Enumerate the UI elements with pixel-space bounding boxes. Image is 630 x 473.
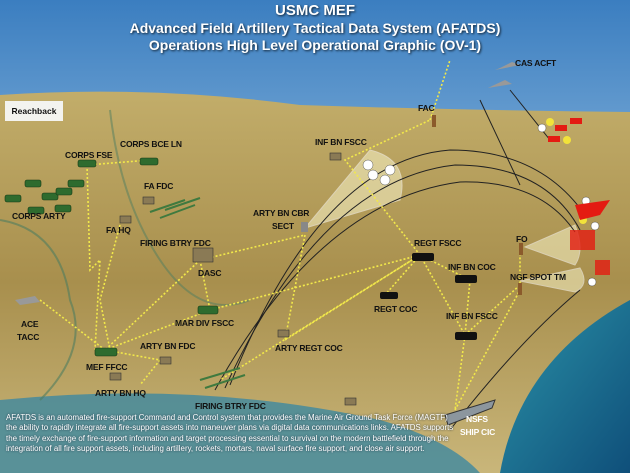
reachback-box: Reachback [5,101,63,121]
label-regt-fscc: REGT FSCC [414,238,462,248]
label-mar-div-fscc: MAR DIV FSCC [175,318,234,328]
label-tacc: TACC [17,332,40,342]
unit-icons [4,62,523,426]
label-arty-regt-coc: ARTY REGT COC [275,343,343,353]
title-line-2: Advanced Field Artillery Tactical Data S… [129,20,501,36]
label-regt-coc: REGT COC [374,304,418,314]
label-arty-bn-cbr: ARTY BN CBR [253,208,310,218]
label-cas-acft: CAS ACFT [515,58,557,68]
label-firing-btry-fdc-2: FIRING BTRY FDC [195,401,266,411]
label-arty-bn-fdc: ARTY BN FDC [140,341,196,351]
label-ship-cic: SHIP CIC [460,427,496,437]
label-ngf-spot-tm: NGF SPOT TM [510,272,566,282]
title-line-1: USMC MEF [275,2,355,19]
label-arty-bn-hq: ARTY BN HQ [95,388,146,398]
aircraft-icons [488,62,520,88]
label-fo: FO [516,234,528,244]
label-arty-bn-cbr-sect: SECT [272,221,294,231]
label-corps-fse: CORPS FSE [65,150,113,160]
label-fa-hq: FA HQ [106,225,131,235]
sea [500,300,630,473]
label-corps-arty: CORPS ARTY [12,211,66,221]
label-fac: FAC [418,103,435,113]
target-area [362,118,610,287]
label-inf-bn-coc: INF BN COC [448,262,496,272]
label-inf-bn-fscc: INF BN FSCC [315,137,367,147]
label-mef-ffcc: MEF FFCC [86,362,128,372]
ngf-observation-fan [519,267,585,293]
ship-icon [444,399,496,426]
label-corps-bce-ln: CORPS BCE LN [120,139,182,149]
label-ace: ACE [21,319,39,329]
title-line-3: Operations High Level Operational Graphi… [148,37,482,53]
description-text: AFATDS is an automated fire-support Comm… [6,413,454,453]
label-firing-btry-fdc: FIRING BTRY FDC [140,238,211,248]
label-fa-fdc: FA FDC [144,181,174,191]
label-inf-bn-fscc-2: INF BN FSCC [446,311,498,321]
label-nsfs: NSFS [466,414,488,424]
label-dasc: DASC [198,268,222,278]
